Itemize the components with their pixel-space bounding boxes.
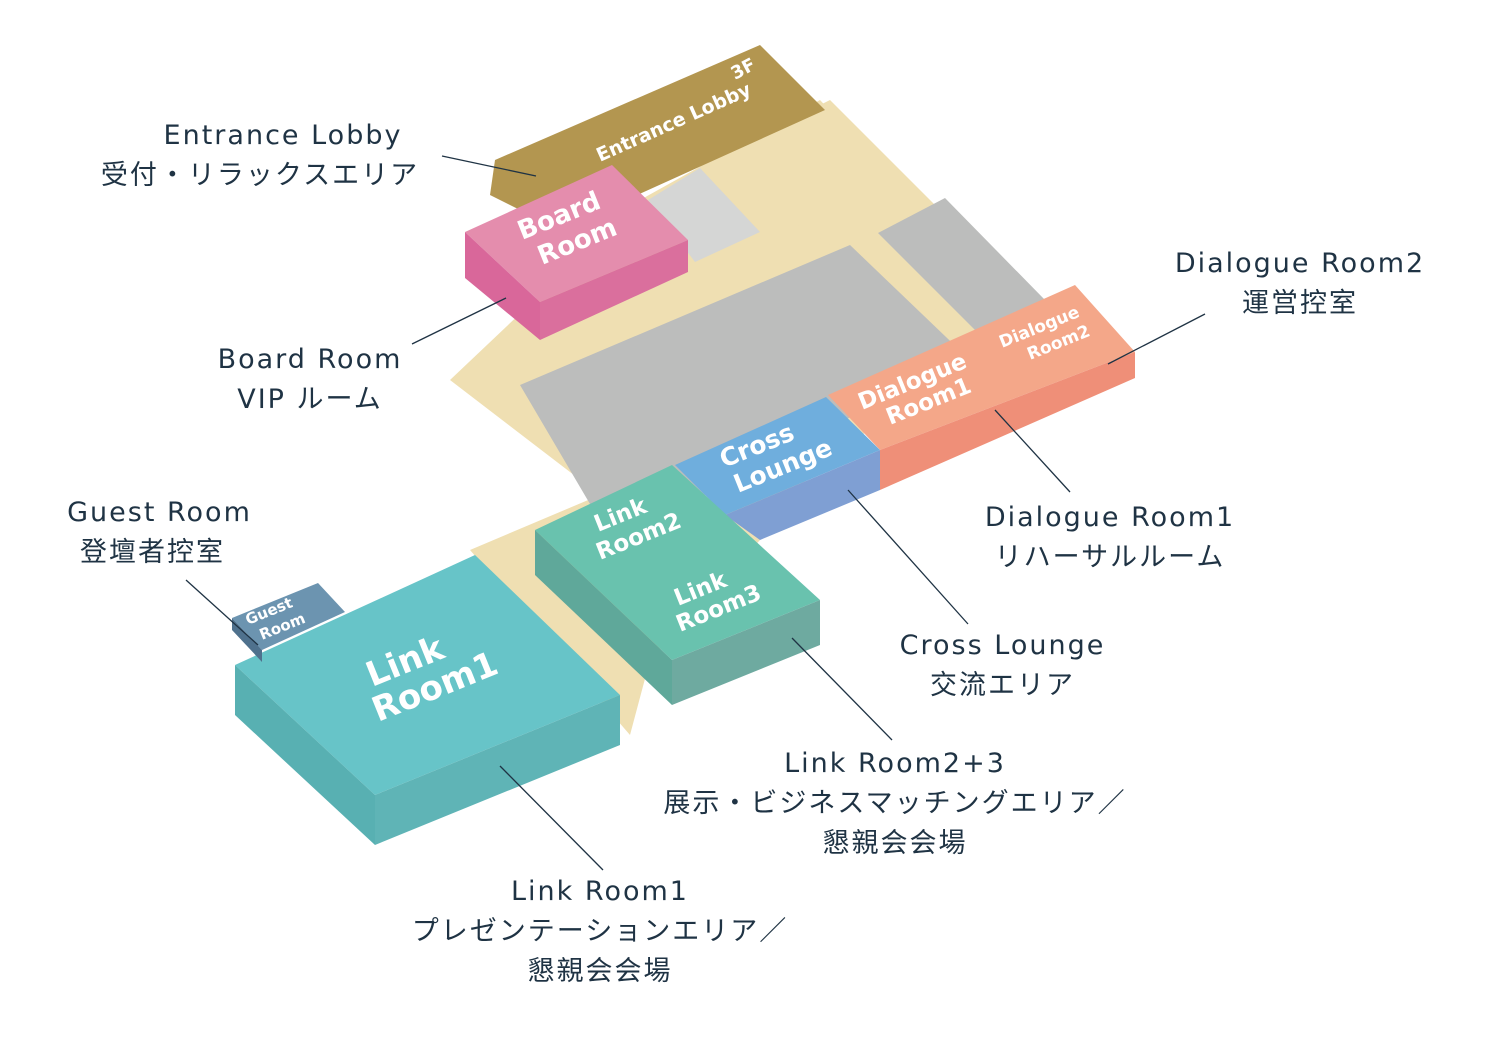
callout-cross-lounge: Cross Lounge 交流エリア bbox=[880, 626, 1125, 706]
callout-title: Dialogue Room1 bbox=[984, 502, 1236, 533]
callout-entrance-lobby: Entrance Lobby 受付・リラックスエリア bbox=[80, 116, 440, 196]
callout-desc: プレゼンテーションエリア／ bbox=[411, 916, 789, 947]
board-room-block[interactable]: Board Room bbox=[465, 165, 688, 340]
callout-link-room23: Link Room2+3 展示・ビジネスマッチングエリア／ 懇親会会場 bbox=[625, 744, 1165, 864]
callout-desc: リハーサルルーム bbox=[994, 542, 1226, 573]
callout-desc-2: 懇親会会場 bbox=[527, 956, 673, 987]
light-gray-area bbox=[648, 168, 760, 262]
link-room23-block[interactable]: Link Room2 Link Room3 bbox=[535, 465, 820, 705]
callout-desc: 展示・ビジネスマッチングエリア／ bbox=[663, 788, 1127, 819]
callout-desc: 受付・リラックスエリア bbox=[100, 160, 420, 191]
callout-title: Entrance Lobby bbox=[163, 120, 403, 151]
leader-lines bbox=[185, 155, 1206, 871]
cross-lounge-block[interactable]: Cross Lounge bbox=[675, 397, 880, 540]
entrance-lobby-leader bbox=[441, 155, 537, 177]
callout-desc-2: 懇親会会場 bbox=[822, 828, 968, 859]
callout-desc: 登壇者控室 bbox=[80, 537, 225, 568]
dialogue-room2-leader bbox=[1107, 313, 1206, 365]
dialogue-room-block[interactable]: Dialogue Room2 Dialogue Room1 bbox=[828, 285, 1135, 490]
link-room1-leader bbox=[499, 765, 604, 871]
callout-desc: 交流エリア bbox=[930, 670, 1075, 701]
callout-title: Link Room2+3 bbox=[784, 748, 1006, 779]
east-room-floor bbox=[878, 198, 1045, 335]
callout-board-room: Board Room VIP ルーム bbox=[200, 340, 420, 420]
callout-title: Board Room bbox=[217, 344, 403, 375]
main-hall-floor bbox=[520, 245, 970, 555]
callout-link-room1: Link Room1 プレゼンテーションエリア／ 懇親会会場 bbox=[380, 872, 820, 992]
callout-title: Dialogue Room2 bbox=[1174, 248, 1426, 279]
board-room-leader bbox=[411, 297, 507, 345]
cross-lounge-leader bbox=[847, 489, 969, 625]
link-room1-block[interactable]: Link Room1 bbox=[235, 555, 620, 845]
callout-guest-room: Guest Room 登壇者控室 bbox=[52, 493, 267, 573]
callout-desc: VIP ルーム bbox=[237, 384, 383, 415]
callout-title: Link Room1 bbox=[511, 876, 689, 907]
dialogue-room1-leader bbox=[994, 409, 1071, 493]
callout-title: Cross Lounge bbox=[899, 630, 1106, 661]
guest-room-leader bbox=[185, 579, 259, 646]
callout-dialogue-room1: Dialogue Room1 リハーサルルーム bbox=[965, 498, 1255, 578]
link-room23-leader bbox=[791, 637, 893, 741]
callout-title: Guest Room bbox=[67, 497, 252, 528]
callout-dialogue-room2: Dialogue Room2 運営控室 bbox=[1155, 244, 1445, 324]
callout-desc: 運営控室 bbox=[1242, 288, 1358, 319]
